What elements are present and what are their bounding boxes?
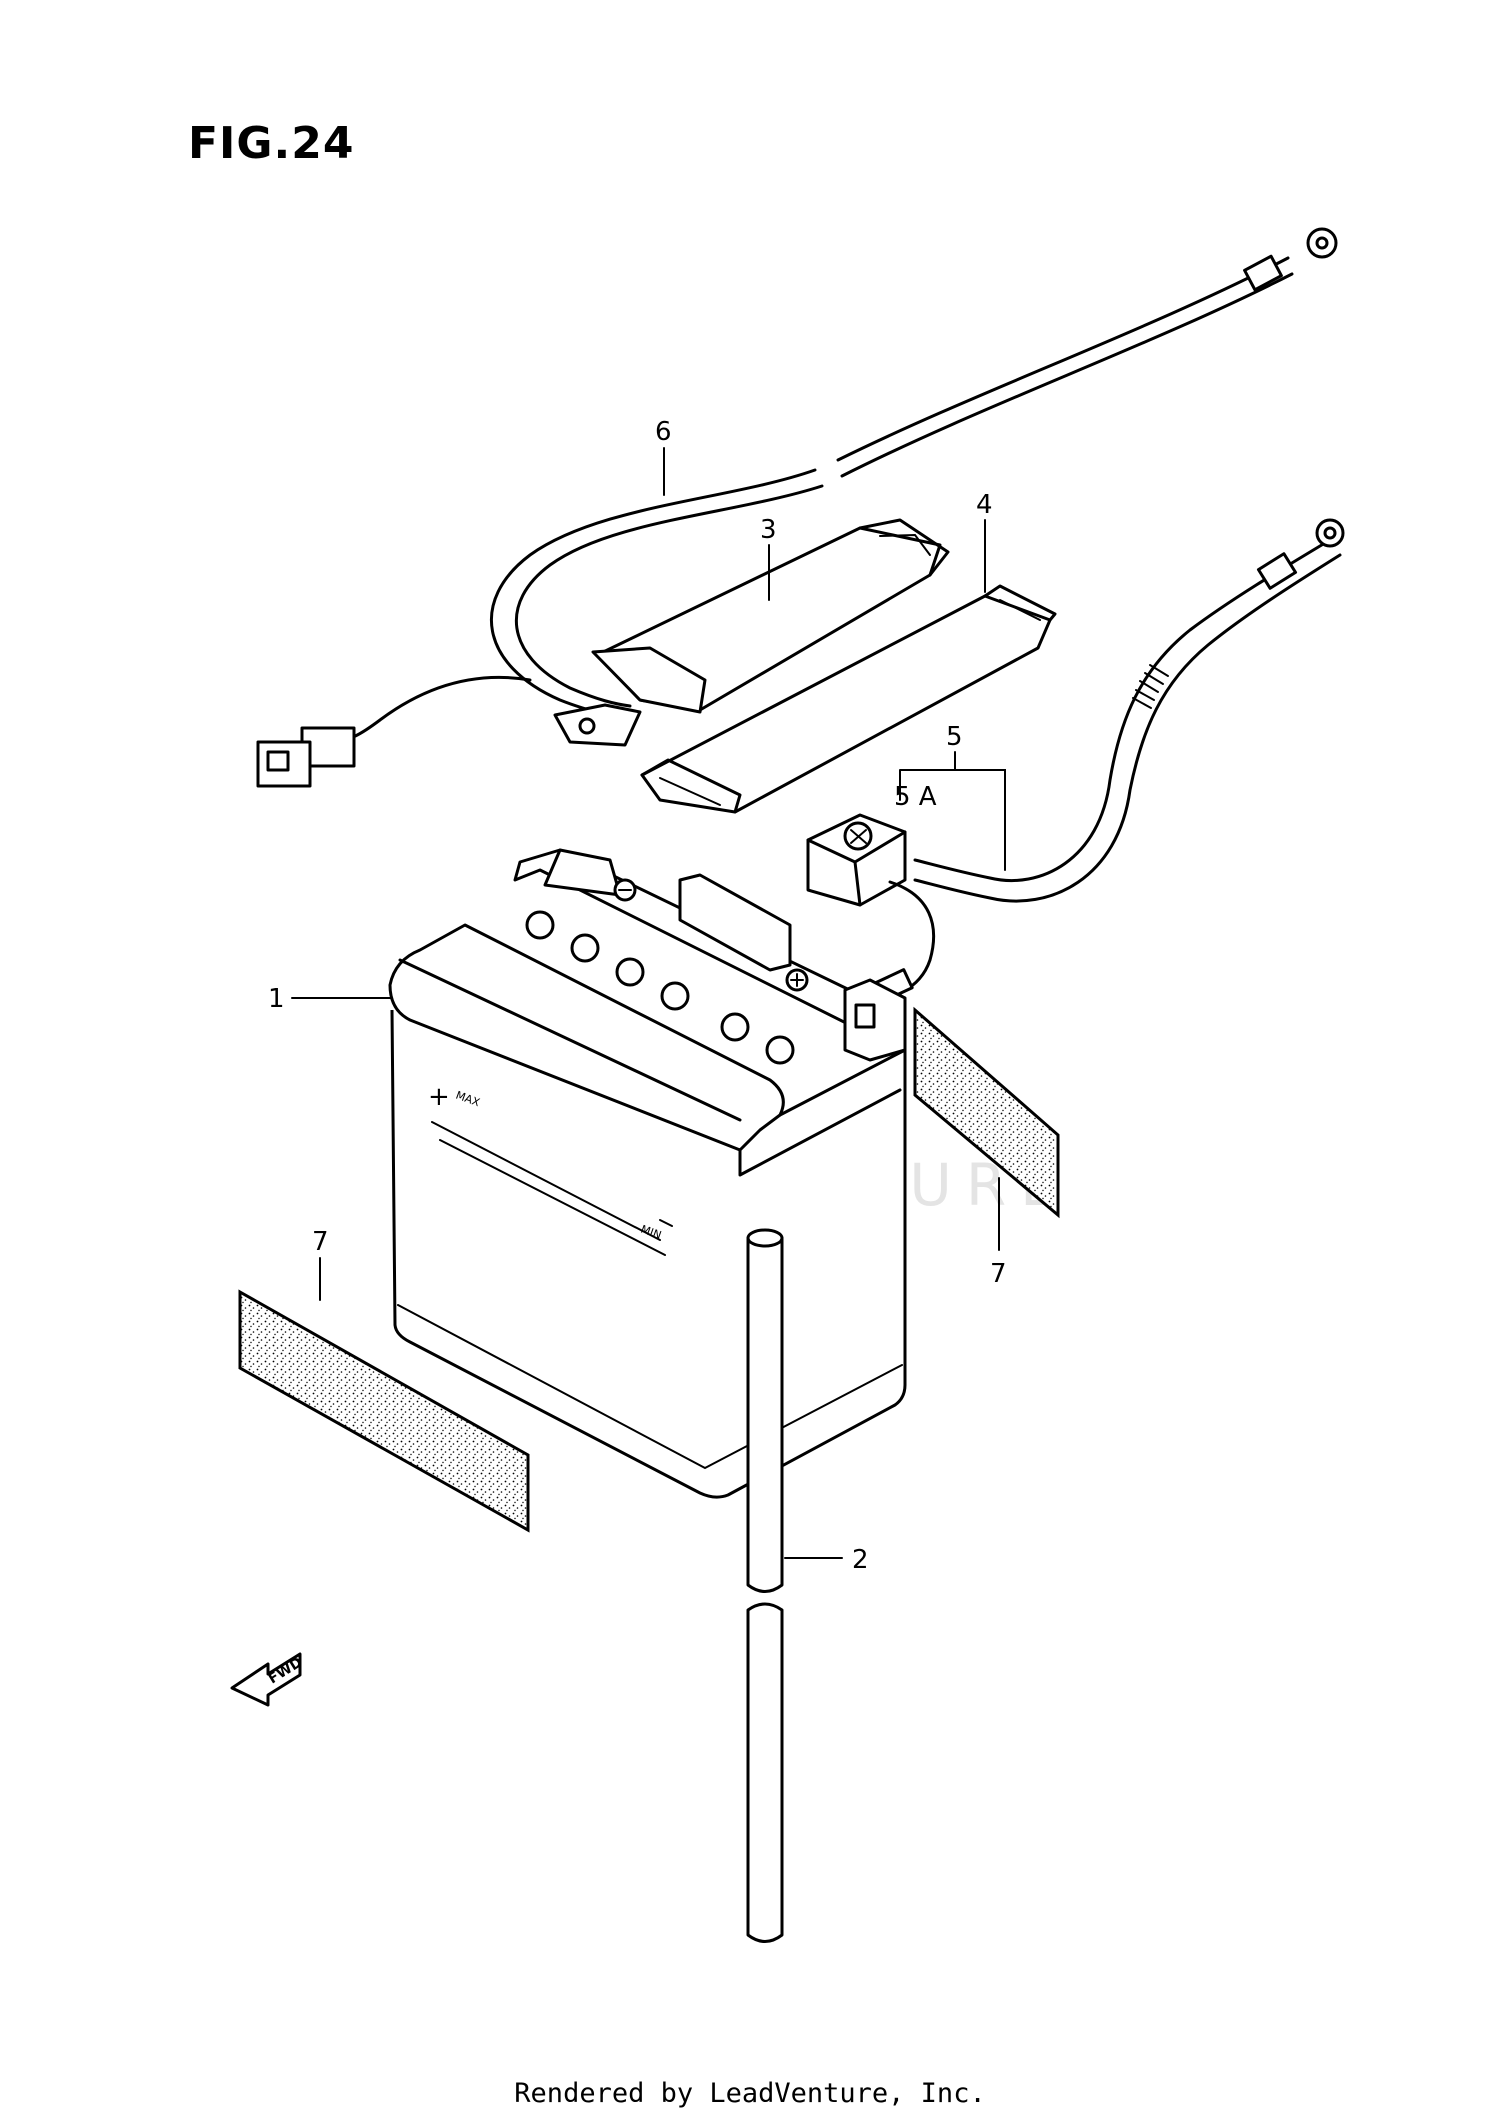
callout-5a: 5 A <box>894 782 937 812</box>
fwd-arrow-icon: FWD <box>230 1652 305 1707</box>
positive-lead-wire <box>806 518 1345 1008</box>
negative-lead-wire <box>256 227 1338 788</box>
battery-pad-left <box>238 1289 530 1533</box>
callout-4: 4 <box>976 490 993 520</box>
callout-1: 1 <box>268 984 285 1014</box>
figure-title: FIG.24 <box>188 118 355 169</box>
callout-6: 6 <box>655 417 672 447</box>
footer-credit: Rendered by LeadVenture, Inc. <box>514 2078 986 2109</box>
callout-7-left: 7 <box>312 1227 329 1257</box>
callout-3: 3 <box>760 515 777 545</box>
breather-hose <box>746 1228 784 1943</box>
battery-plus-mark: + <box>428 1082 450 1112</box>
battery-strap-lower <box>640 584 1057 814</box>
callout-2: 2 <box>852 1545 869 1575</box>
battery-pad-right <box>913 1006 1060 1219</box>
leader-lines <box>291 447 1006 1559</box>
battery: + MAX MIN <box>388 848 907 1499</box>
callout-5: 5 <box>946 722 963 752</box>
vent-caps <box>525 910 795 1065</box>
callout-7-right: 7 <box>990 1259 1007 1289</box>
battery-strap-upper <box>591 518 950 714</box>
